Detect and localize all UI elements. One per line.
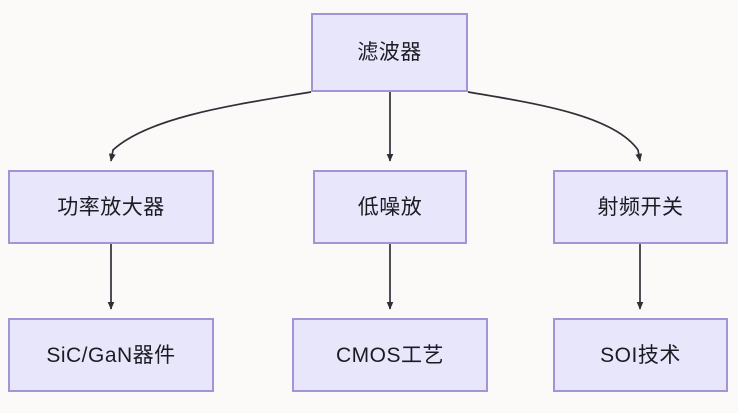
node-power-amplifier-label: 功率放大器	[57, 195, 165, 219]
edge-filter-to-rfsw	[467, 91, 643, 162]
node-rf-switch-label: 射频开关	[597, 195, 684, 219]
node-cmos-process[interactable]: CMOS工艺	[292, 318, 488, 392]
node-sic-gan-device[interactable]: SiC/GaN器件	[8, 318, 214, 392]
node-filter[interactable]: 滤波器	[311, 13, 468, 92]
node-low-noise-amplifier-label: 低噪放	[357, 195, 423, 219]
node-soi-technology-label: SOI技术	[600, 343, 681, 367]
node-filter-label: 滤波器	[357, 41, 422, 64]
node-power-amplifier[interactable]: 功率放大器	[8, 170, 214, 244]
node-rf-switch[interactable]: 射频开关	[553, 170, 728, 244]
node-cmos-process-label: CMOS工艺	[336, 343, 444, 367]
node-soi-technology[interactable]: SOI技术	[553, 318, 728, 392]
edge-filter-to-pa	[108, 91, 312, 162]
node-low-noise-amplifier[interactable]: 低噪放	[313, 170, 467, 244]
node-sic-gan-device-label: SiC/GaN器件	[46, 343, 176, 367]
